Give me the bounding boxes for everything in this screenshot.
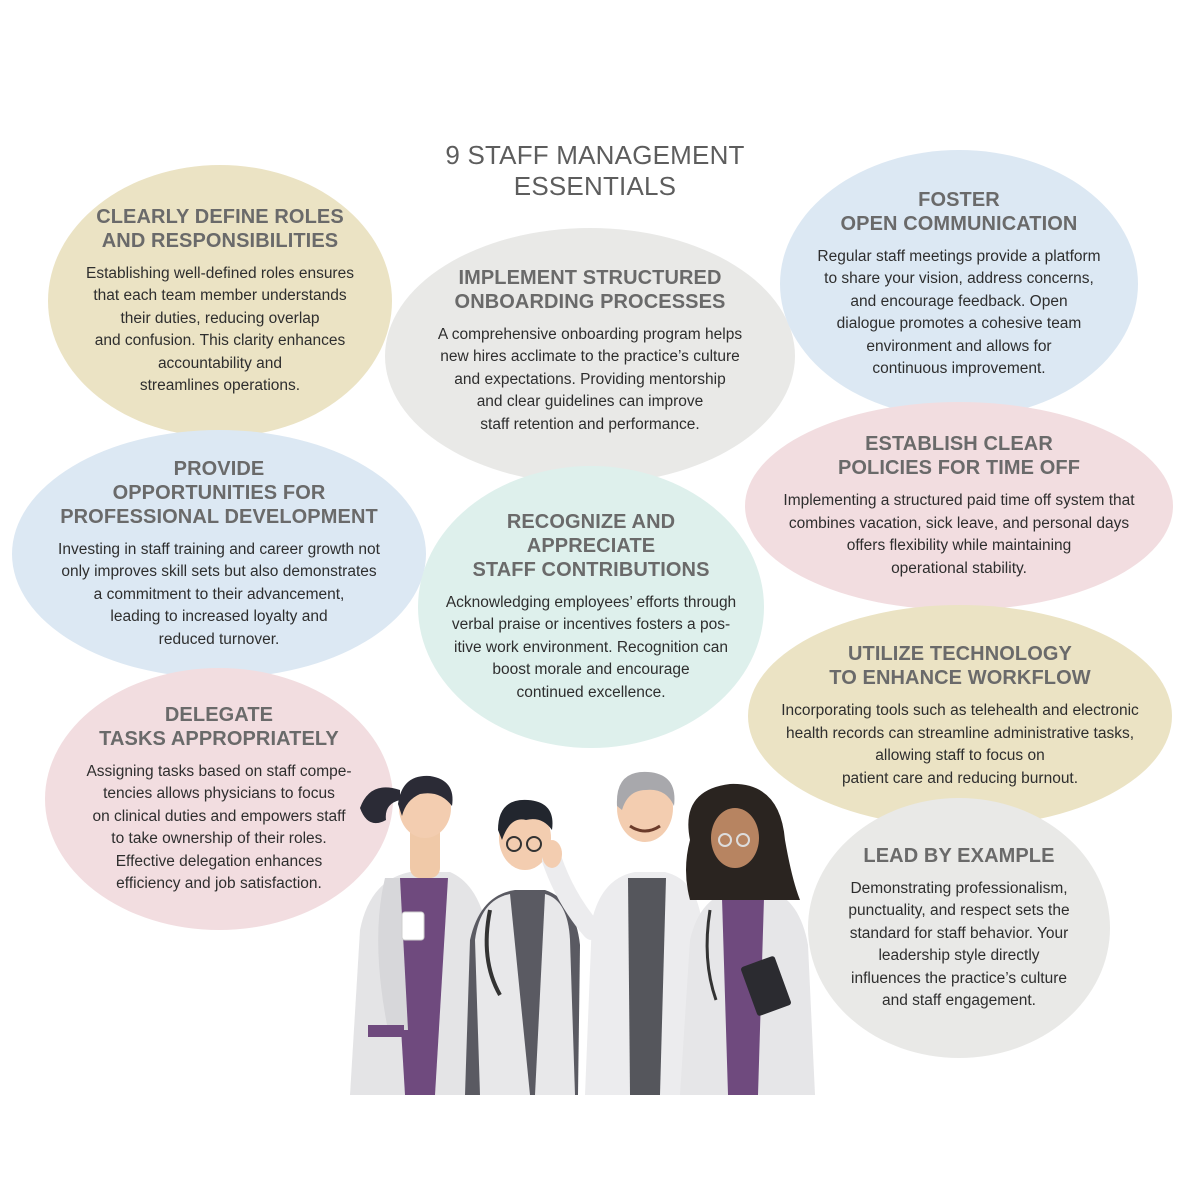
essential-professional-development: PROVIDE OPPORTUNITIES FOR PROFESSIONAL D… (12, 430, 426, 678)
essential-utilize-technology: UTILIZE TECHNOLOGY TO ENHANCE WORKFLOW I… (748, 605, 1172, 827)
essential-body: A comprehensive onboarding program helps… (437, 325, 743, 433)
essential-title: PROVIDE OPPORTUNITIES FOR PROFESSIONAL D… (60, 457, 378, 528)
essential-title: DELEGATE TASKS APPROPRIATELY (99, 703, 339, 750)
essential-body: Regular staff meetings provide a platfor… (817, 247, 1101, 378)
doctor-woman-ponytail (350, 775, 495, 1095)
essential-delegate-tasks: DELEGATE TASKS APPROPRIATELY Assigning t… (45, 668, 393, 930)
essential-onboarding: IMPLEMENT STRUCTURED ONBOARDING PROCESSE… (385, 228, 795, 484)
essential-body: Assigning tasks based on staff compe- te… (86, 762, 352, 893)
essential-body: Establishing well-defined roles ensures … (86, 264, 354, 395)
essential-title: ESTABLISH CLEAR POLICIES FOR TIME OFF (837, 433, 1081, 479)
essential-lead-by-example: LEAD BY EXAMPLE Demonstrating profession… (808, 798, 1110, 1058)
doctor-older-man-waving (542, 771, 710, 1095)
essential-recognize-contributions: RECOGNIZE AND APPRECIATE STAFF CONTRIBUT… (418, 466, 764, 748)
essential-title: LEAD BY EXAMPLE (863, 844, 1055, 867)
essential-time-off-policies: ESTABLISH CLEAR POLICIES FOR TIME OFF Im… (745, 402, 1173, 610)
essential-title: FOSTER OPEN COMMUNICATION (840, 188, 1078, 235)
essential-define-roles: CLEARLY DEFINE ROLES AND RESPONSIBILITIE… (48, 165, 392, 437)
essential-title: RECOGNIZE AND APPRECIATE STAFF CONTRIBUT… (472, 510, 710, 581)
essential-body: Incorporating tools such as telehealth a… (781, 702, 1139, 787)
essential-body: Investing in staff training and career g… (58, 540, 380, 648)
four-doctors-illustration (350, 771, 815, 1095)
essential-title: IMPLEMENT STRUCTURED ONBOARDING PROCESSE… (454, 266, 726, 313)
doctor-woman-curly-hair (680, 783, 815, 1095)
doctor-man-glasses (465, 799, 580, 1095)
essential-title: CLEARLY DEFINE ROLES AND RESPONSIBILITIE… (96, 205, 344, 252)
essential-title: UTILIZE TECHNOLOGY TO ENHANCE WORKFLOW (829, 643, 1091, 689)
essential-open-communication: FOSTER OPEN COMMUNICATION Regular staff … (780, 150, 1138, 418)
essential-body: Demonstrating professionalism, punctuali… (848, 879, 1070, 1010)
essential-body: Acknowledging employees’ efforts through… (445, 593, 737, 701)
essential-body: Implementing a structured paid time off … (783, 492, 1135, 577)
page-title: 9 STAFF MANAGEMENT ESSENTIALS (445, 140, 745, 201)
